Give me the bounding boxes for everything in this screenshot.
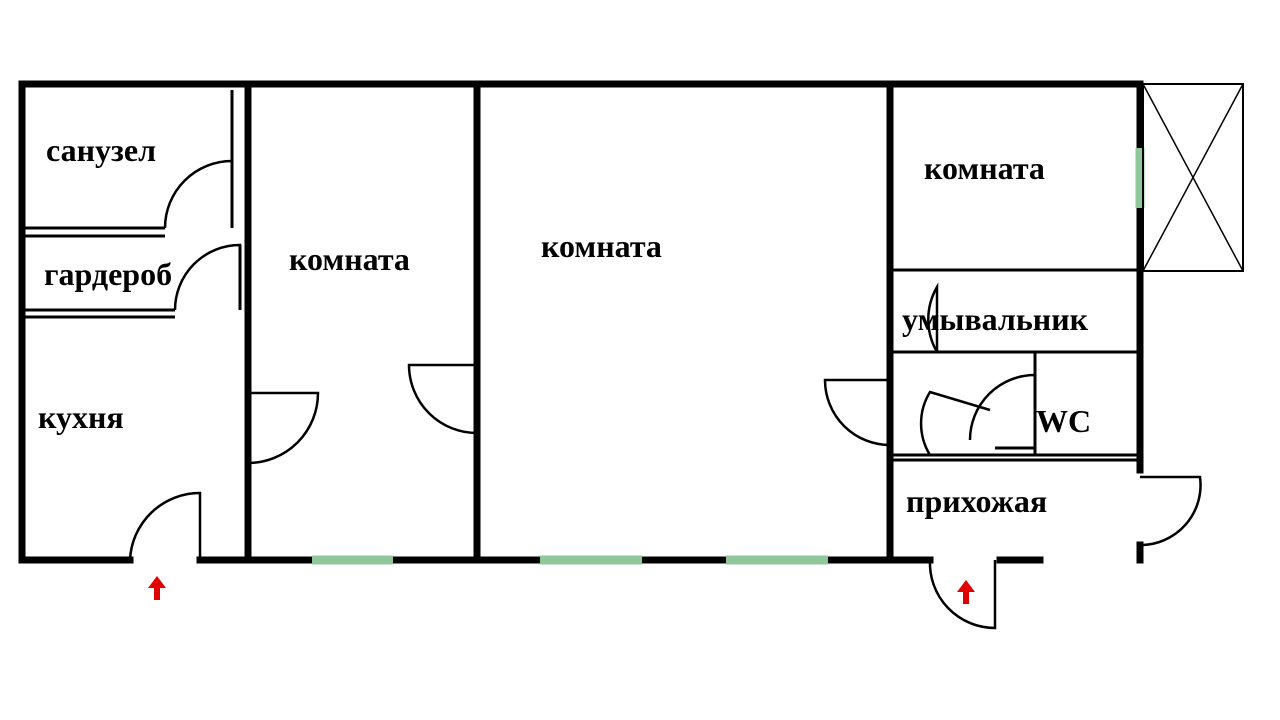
windows: [312, 148, 1145, 565]
red-up-arrow-icon: [957, 580, 975, 604]
door-entrance-hall: [928, 559, 997, 630]
room-label-room-left: комната: [289, 241, 410, 277]
door-bathroom: [163, 159, 234, 229]
room-label-hallway: прихожая: [906, 483, 1047, 519]
interior-walls: [22, 80, 1140, 564]
door-washbasin: [927, 282, 939, 353]
door-room-right-hall: [823, 378, 891, 447]
room-label-room-right: комната: [924, 150, 1045, 186]
door-balcony: [1139, 475, 1202, 547]
room-label-wardrobe: гардероб: [44, 256, 172, 292]
room-label-room-center: комната: [541, 228, 662, 264]
room-label-bathroom: санузел: [46, 132, 156, 168]
room-label-washbasin: умывальник: [902, 301, 1089, 337]
door-hall-inner: [919, 390, 991, 456]
crossed-box-icon: [1142, 83, 1244, 272]
door-entrance-kitchen: [128, 491, 202, 561]
door-wardrobe: [173, 243, 242, 311]
door-room-center: [407, 363, 478, 435]
room-label-wc: WC: [1036, 403, 1091, 439]
doors: [128, 159, 1202, 630]
door-wc: [968, 373, 1037, 441]
room-label-kitchen: кухня: [38, 399, 124, 435]
door-kitchen: [247, 391, 320, 465]
red-up-arrow-icon: [148, 576, 166, 600]
